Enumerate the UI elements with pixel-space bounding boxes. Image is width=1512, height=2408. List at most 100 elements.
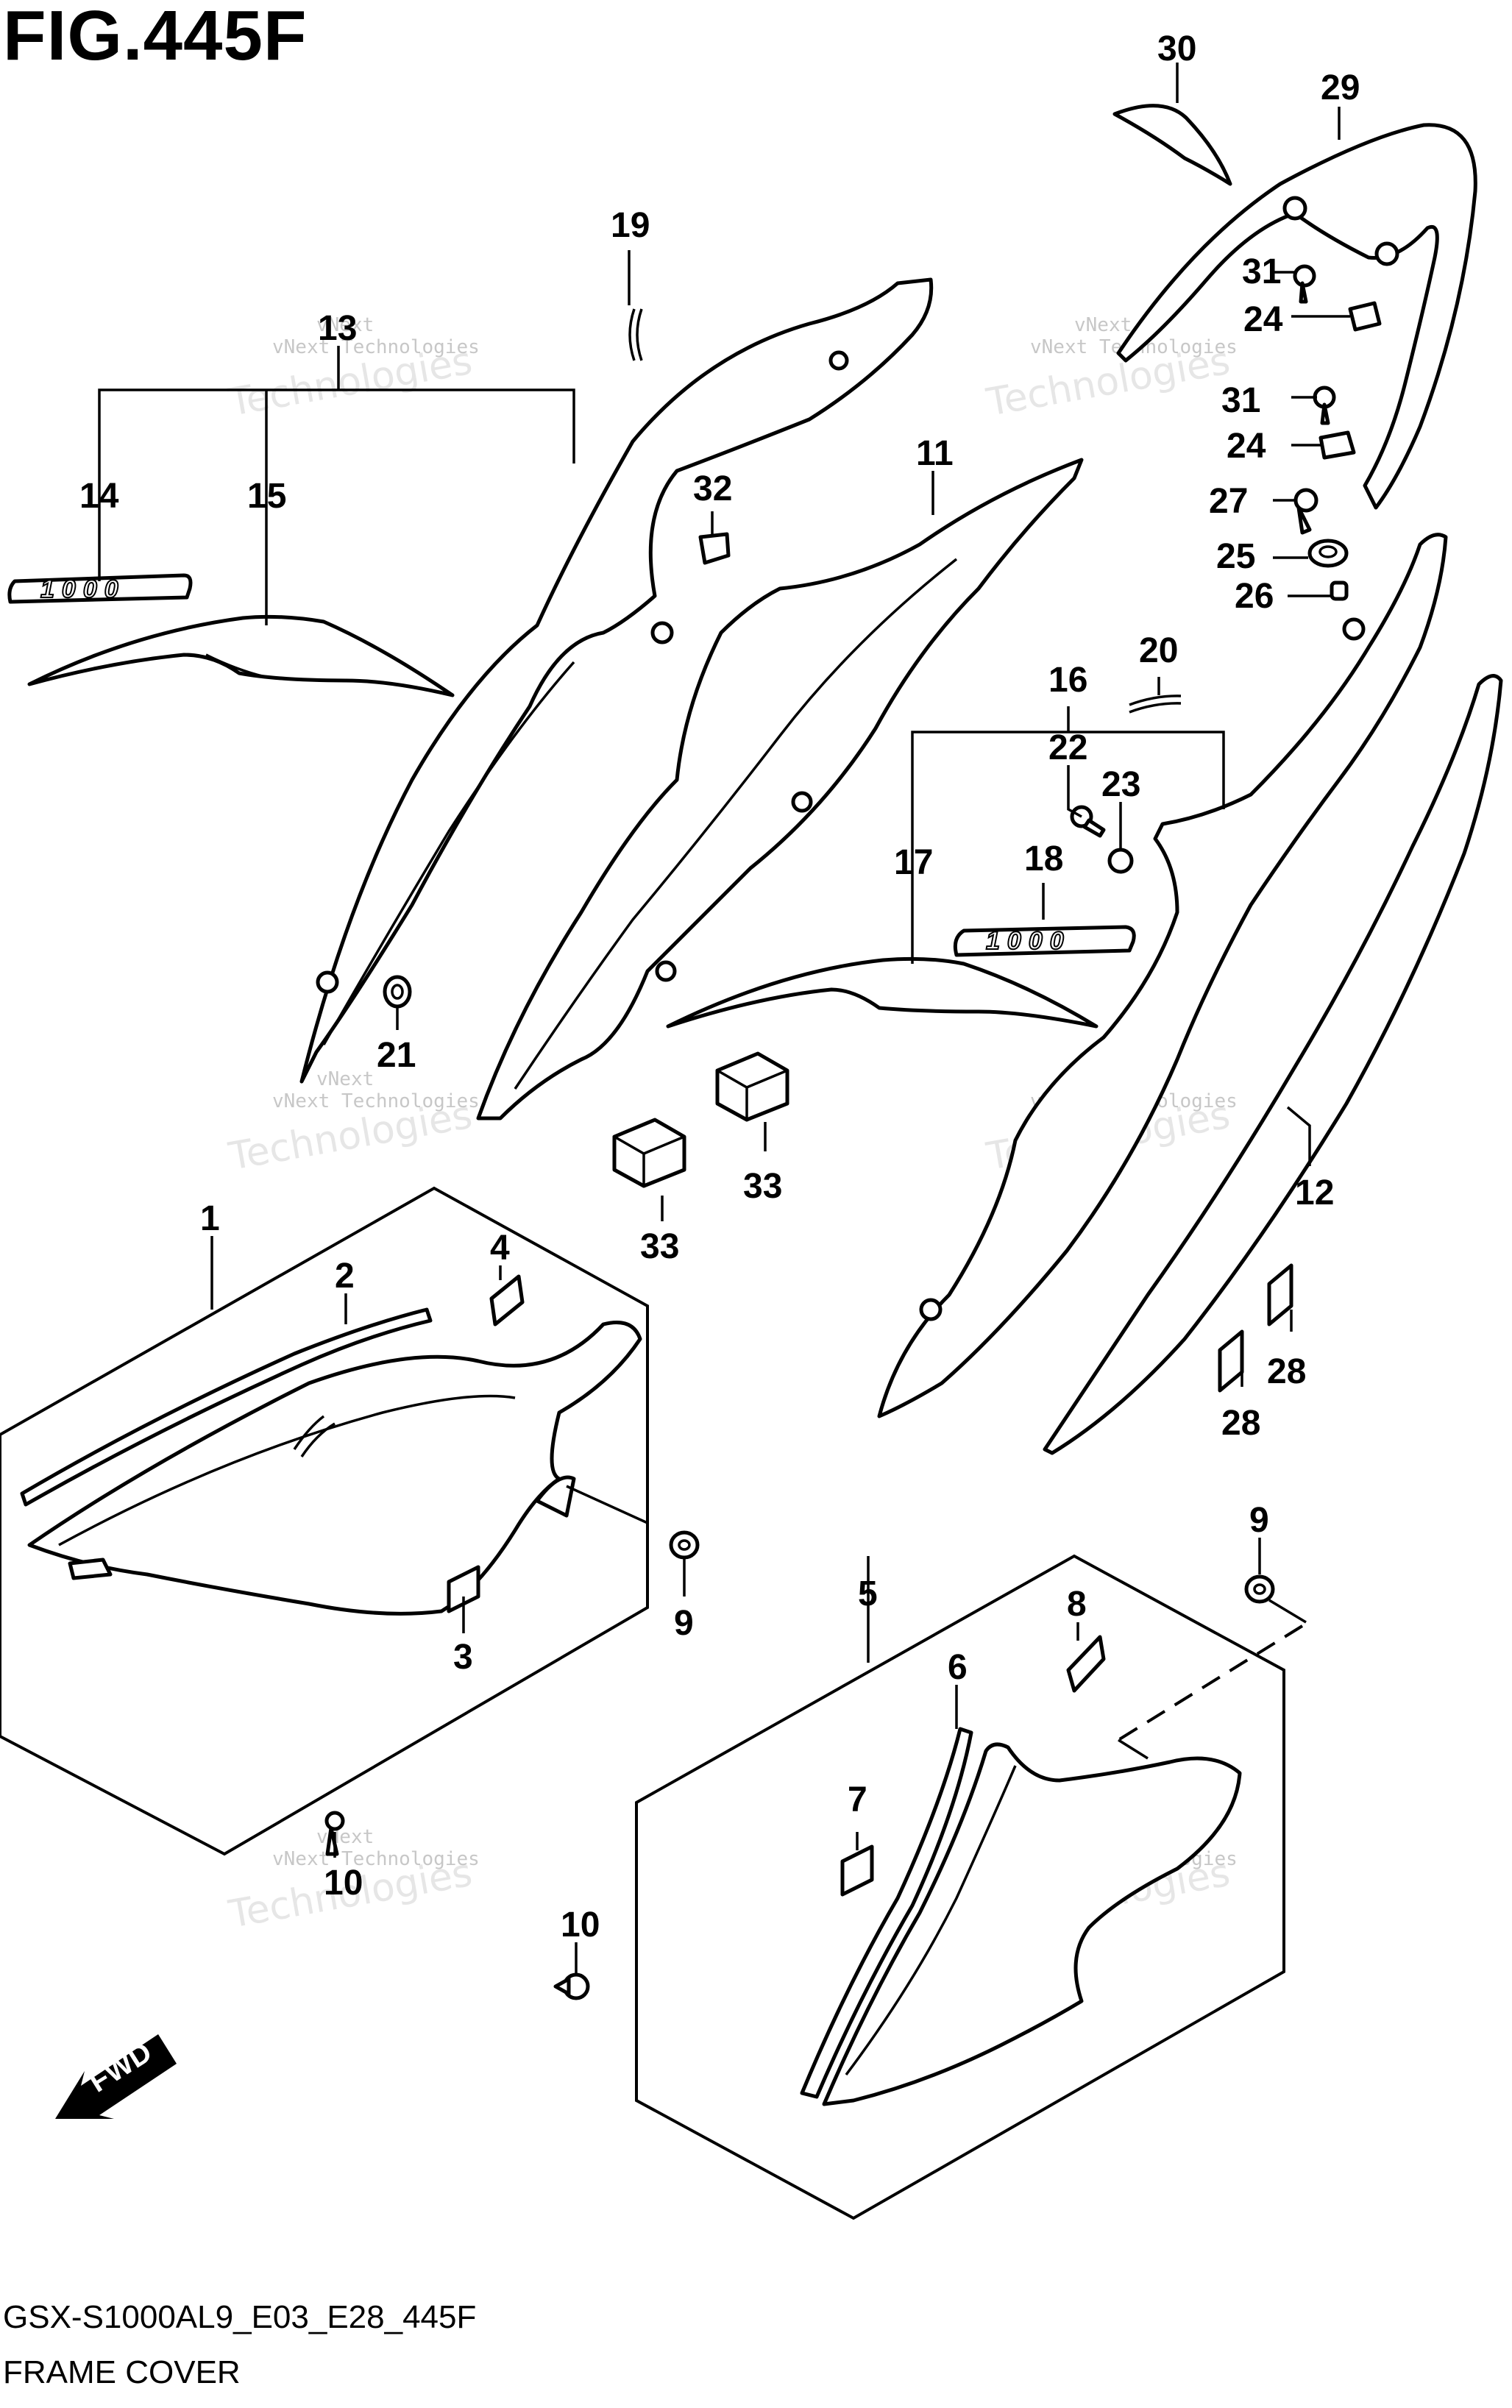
part-12-shape [877, 533, 1448, 1418]
part-32-shape [698, 532, 731, 565]
svg-text:vNext: vNext [316, 314, 374, 336]
part-1-mount [535, 1475, 576, 1518]
callout-8: 8 [1067, 1585, 1087, 1624]
callout-30: 30 [1157, 29, 1196, 68]
callout-10-b: 10 [561, 1906, 600, 1944]
part-15-decal-line [205, 653, 266, 678]
part-11-hole-1 [791, 791, 813, 813]
part-31-screw-b [1313, 386, 1336, 425]
callout-19: 19 [611, 206, 650, 245]
part-5-dash-leader [1117, 1624, 1304, 1741]
part-13-hole-2 [650, 621, 674, 644]
watermark-top-right: vNext vNext Technologies Technologies [983, 314, 1238, 425]
part-20-clip [1129, 695, 1182, 706]
part-24-nut-b [1318, 430, 1356, 460]
part-24-nut-a [1348, 301, 1382, 332]
callout-16: 16 [1048, 661, 1087, 700]
part-12-hole-1 [919, 1298, 943, 1321]
callout-20: 20 [1139, 631, 1178, 670]
callout-32: 32 [693, 469, 732, 508]
part-26-collar [1330, 580, 1349, 601]
leader-lines [98, 63, 1350, 1975]
callout-31-a: 31 [1242, 252, 1281, 291]
part-1-tab [68, 1558, 113, 1580]
part-21-grommet [383, 975, 412, 1009]
svg-text:vNext Technologies: vNext Technologies [272, 336, 480, 358]
part-11-inner-line [514, 558, 958, 1090]
callout-2: 2 [335, 1257, 355, 1296]
part-11-hole-2 [655, 960, 677, 982]
callout-3: 3 [453, 1638, 473, 1677]
fwd-arrow-icon: FWD [55, 2034, 177, 2119]
part-11-shape [476, 458, 1084, 1120]
callout-15: 15 [247, 477, 286, 516]
part-10-rivet-b [553, 1972, 590, 2000]
part-18-emblem: 1000 [953, 925, 1136, 957]
part-7-label [840, 1844, 874, 1897]
callout-7: 7 [848, 1780, 867, 1819]
part-31-screw-a [1293, 264, 1316, 304]
svg-text:vNext: vNext [316, 1826, 374, 1848]
callout-13: 13 [318, 309, 357, 348]
callout-33-a: 33 [640, 1227, 679, 1266]
part-33-pad-a [612, 1118, 686, 1188]
part-29-hole-2 [1374, 241, 1399, 266]
part-13-hole-3 [828, 350, 849, 371]
part-25-bushing [1307, 539, 1349, 568]
part-20-clip-b [1129, 702, 1182, 714]
callout-14: 14 [79, 477, 119, 516]
callout-9-b: 9 [1249, 1501, 1269, 1540]
callout-18: 18 [1024, 839, 1063, 878]
callout-27: 27 [1209, 482, 1248, 521]
part-23-nut [1107, 848, 1134, 874]
part-15-decal [27, 614, 455, 697]
callout-28-b: 28 [1221, 1404, 1260, 1443]
callout-28-a: 28 [1267, 1352, 1306, 1391]
callout-31-b: 31 [1221, 381, 1260, 420]
part-12-hole-2 [1342, 617, 1366, 641]
part-29-hole-1 [1282, 196, 1307, 221]
svg-text:1000: 1000 [986, 927, 1071, 955]
part-1-inner-line [58, 1394, 516, 1546]
callout-21: 21 [377, 1036, 416, 1075]
callout-labels: 1 2 3 4 5 6 7 8 9 9 10 10 11 12 13 14 15… [79, 29, 1360, 1944]
callout-6: 6 [948, 1648, 968, 1687]
figure-caption: FRAME COVER [3, 2354, 241, 2390]
part-13-inner-line [322, 661, 575, 1045]
box-part-5 [635, 1554, 1285, 2220]
callout-4: 4 [490, 1229, 510, 1268]
svg-text:1000: 1000 [40, 575, 126, 603]
callout-1: 1 [200, 1199, 220, 1238]
svg-text:vNext Technologies: vNext Technologies [272, 1090, 480, 1112]
callout-26: 26 [1235, 577, 1274, 616]
part-22-screw [1070, 805, 1106, 838]
bracket-13 [98, 388, 575, 515]
part-4-label [489, 1274, 525, 1326]
part-13-hole-1 [316, 970, 339, 994]
part-8-label [1066, 1635, 1106, 1693]
part-14-emblem: 1000 [7, 573, 193, 604]
part-5-cover [822, 1742, 1242, 2106]
part-33-pad-b [715, 1051, 789, 1122]
part-3-label [447, 1565, 480, 1613]
svg-text:vNext Technologies: vNext Technologies [272, 1848, 480, 1870]
model-code: GSX-S1000AL9_E03_E28_445F [3, 2299, 477, 2335]
figure-title: FIG.445F [3, 0, 308, 75]
part-6-strip [800, 1727, 973, 2099]
part-9-dash-a [566, 1485, 648, 1524]
part-12-strip [1043, 674, 1503, 1455]
callout-24-b: 24 [1227, 427, 1266, 466]
callout-29: 29 [1321, 68, 1360, 107]
part-9-grommet-b [1244, 1574, 1275, 1604]
svg-text:vNext: vNext [316, 1068, 374, 1090]
callout-23: 23 [1101, 765, 1140, 804]
svg-text:vNext: vNext [1074, 314, 1132, 336]
callout-9-a: 9 [674, 1604, 694, 1643]
part-27-bolt [1293, 488, 1318, 535]
callout-12: 12 [1295, 1173, 1334, 1212]
part-5-dash-end [1118, 1738, 1149, 1760]
part-5-inner-line [845, 1765, 1017, 2076]
watermark-mid-left: vNext vNext Technologies Technologies [225, 1068, 480, 1179]
part-5-dash-tick [1268, 1599, 1307, 1624]
